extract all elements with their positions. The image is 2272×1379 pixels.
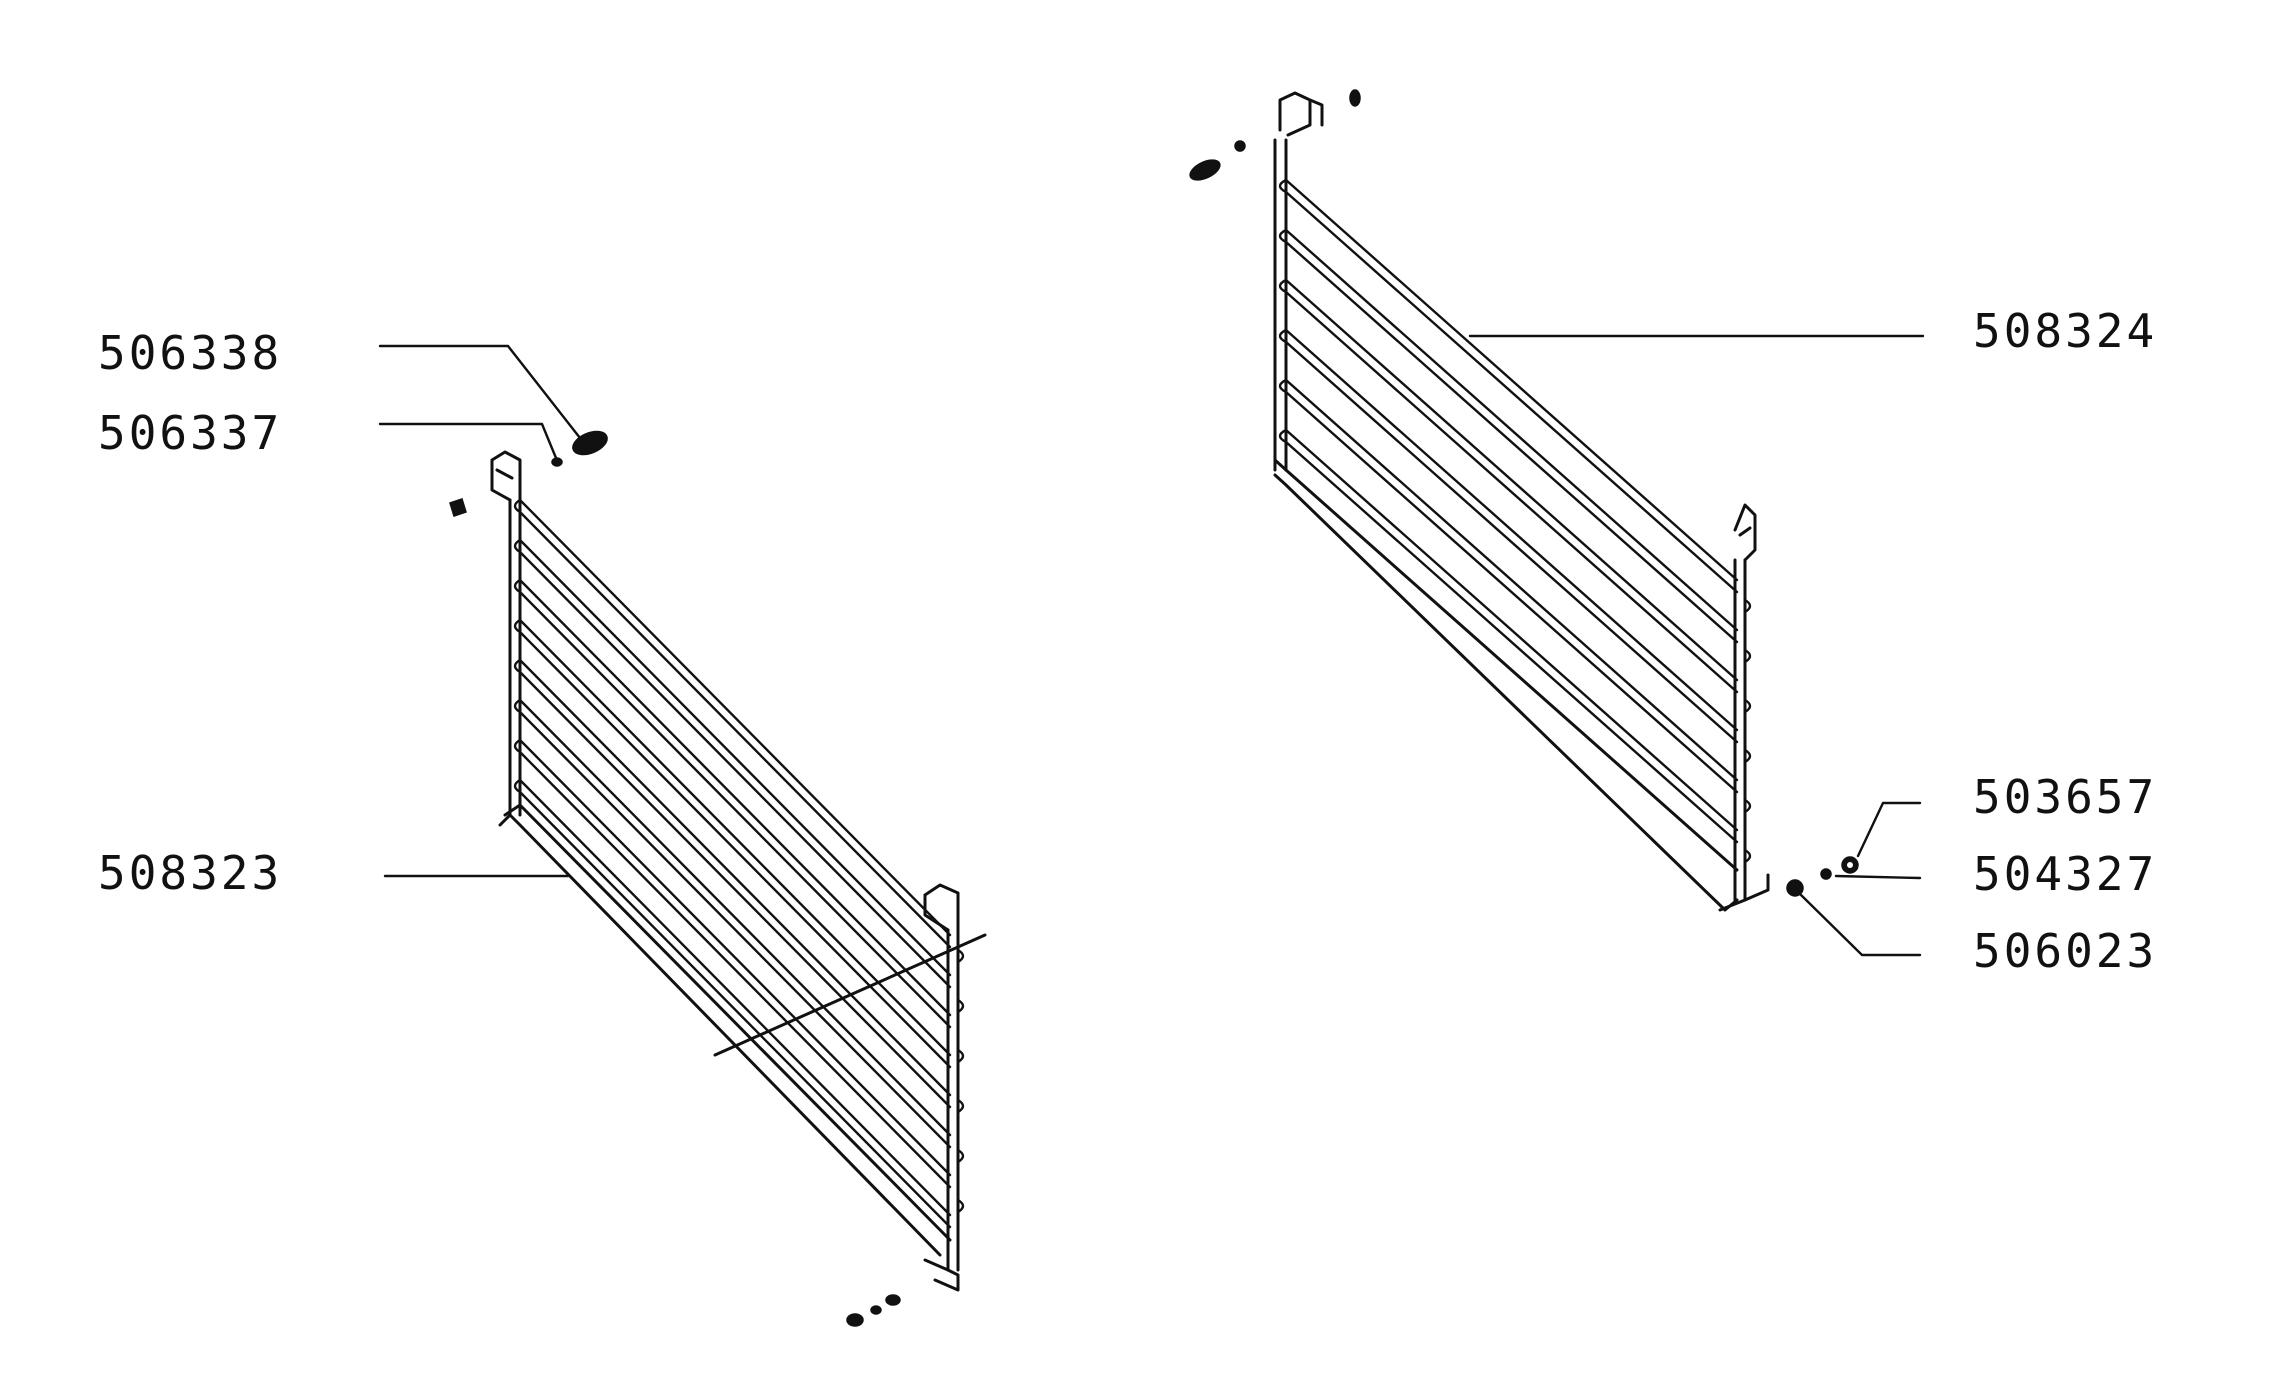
label-504327: 504327	[1973, 847, 2158, 901]
left-rack-top-hook	[490, 450, 522, 502]
part-503657-nut-hole	[1847, 862, 1853, 868]
right-rack-front-bracket	[1733, 503, 1757, 562]
part-506023-screw	[1786, 879, 1804, 897]
right-rack-top-screw	[1189, 159, 1221, 181]
leader-506338	[378, 344, 582, 440]
right-rack-top-washer	[1234, 140, 1246, 152]
label-506337: 506337	[98, 406, 283, 460]
right-shelf-rack	[1189, 89, 1859, 912]
right-rack-shelf-wires	[1273, 178, 1739, 912]
left-rack-front-bracket	[923, 883, 960, 932]
left-rack-clip-part	[449, 498, 467, 517]
left-rack-shelf-wires	[498, 498, 952, 1257]
label-508323: 508323	[98, 846, 283, 900]
left-shelf-rack	[449, 430, 987, 1327]
part-504327-washer	[1820, 868, 1832, 880]
leader-506023	[1798, 892, 1922, 957]
label-506023: 506023	[1973, 924, 2158, 978]
left-rack-bottom-screw-1	[846, 1313, 864, 1327]
right-rack-front-bends	[1743, 598, 1752, 864]
left-rack-bottom-foot	[923, 1258, 960, 1292]
leader-506337	[378, 422, 558, 460]
left-rack-front-post	[946, 928, 960, 1272]
right-rack-front-post	[1733, 558, 1747, 902]
part-506338-screw	[572, 430, 608, 456]
label-506338: 506338	[98, 326, 283, 380]
leader-504327	[1834, 874, 1922, 880]
left-rack-front-bends	[956, 948, 965, 1214]
left-leader-lines	[378, 344, 582, 878]
label-503657: 503657	[1973, 770, 2158, 824]
right-leader-lines	[1468, 334, 1925, 957]
left-rack-bottom-screw-2	[870, 1305, 882, 1315]
right-rack-top-clip	[1349, 89, 1361, 107]
right-rack-top-hook	[1278, 91, 1324, 137]
right-rack-back-post	[1273, 138, 1288, 472]
label-508324: 508324	[1973, 304, 2158, 358]
leader-503657	[1856, 801, 1922, 858]
part-506337-washer	[551, 457, 563, 467]
left-rack-bottom-screw-3	[885, 1294, 901, 1306]
